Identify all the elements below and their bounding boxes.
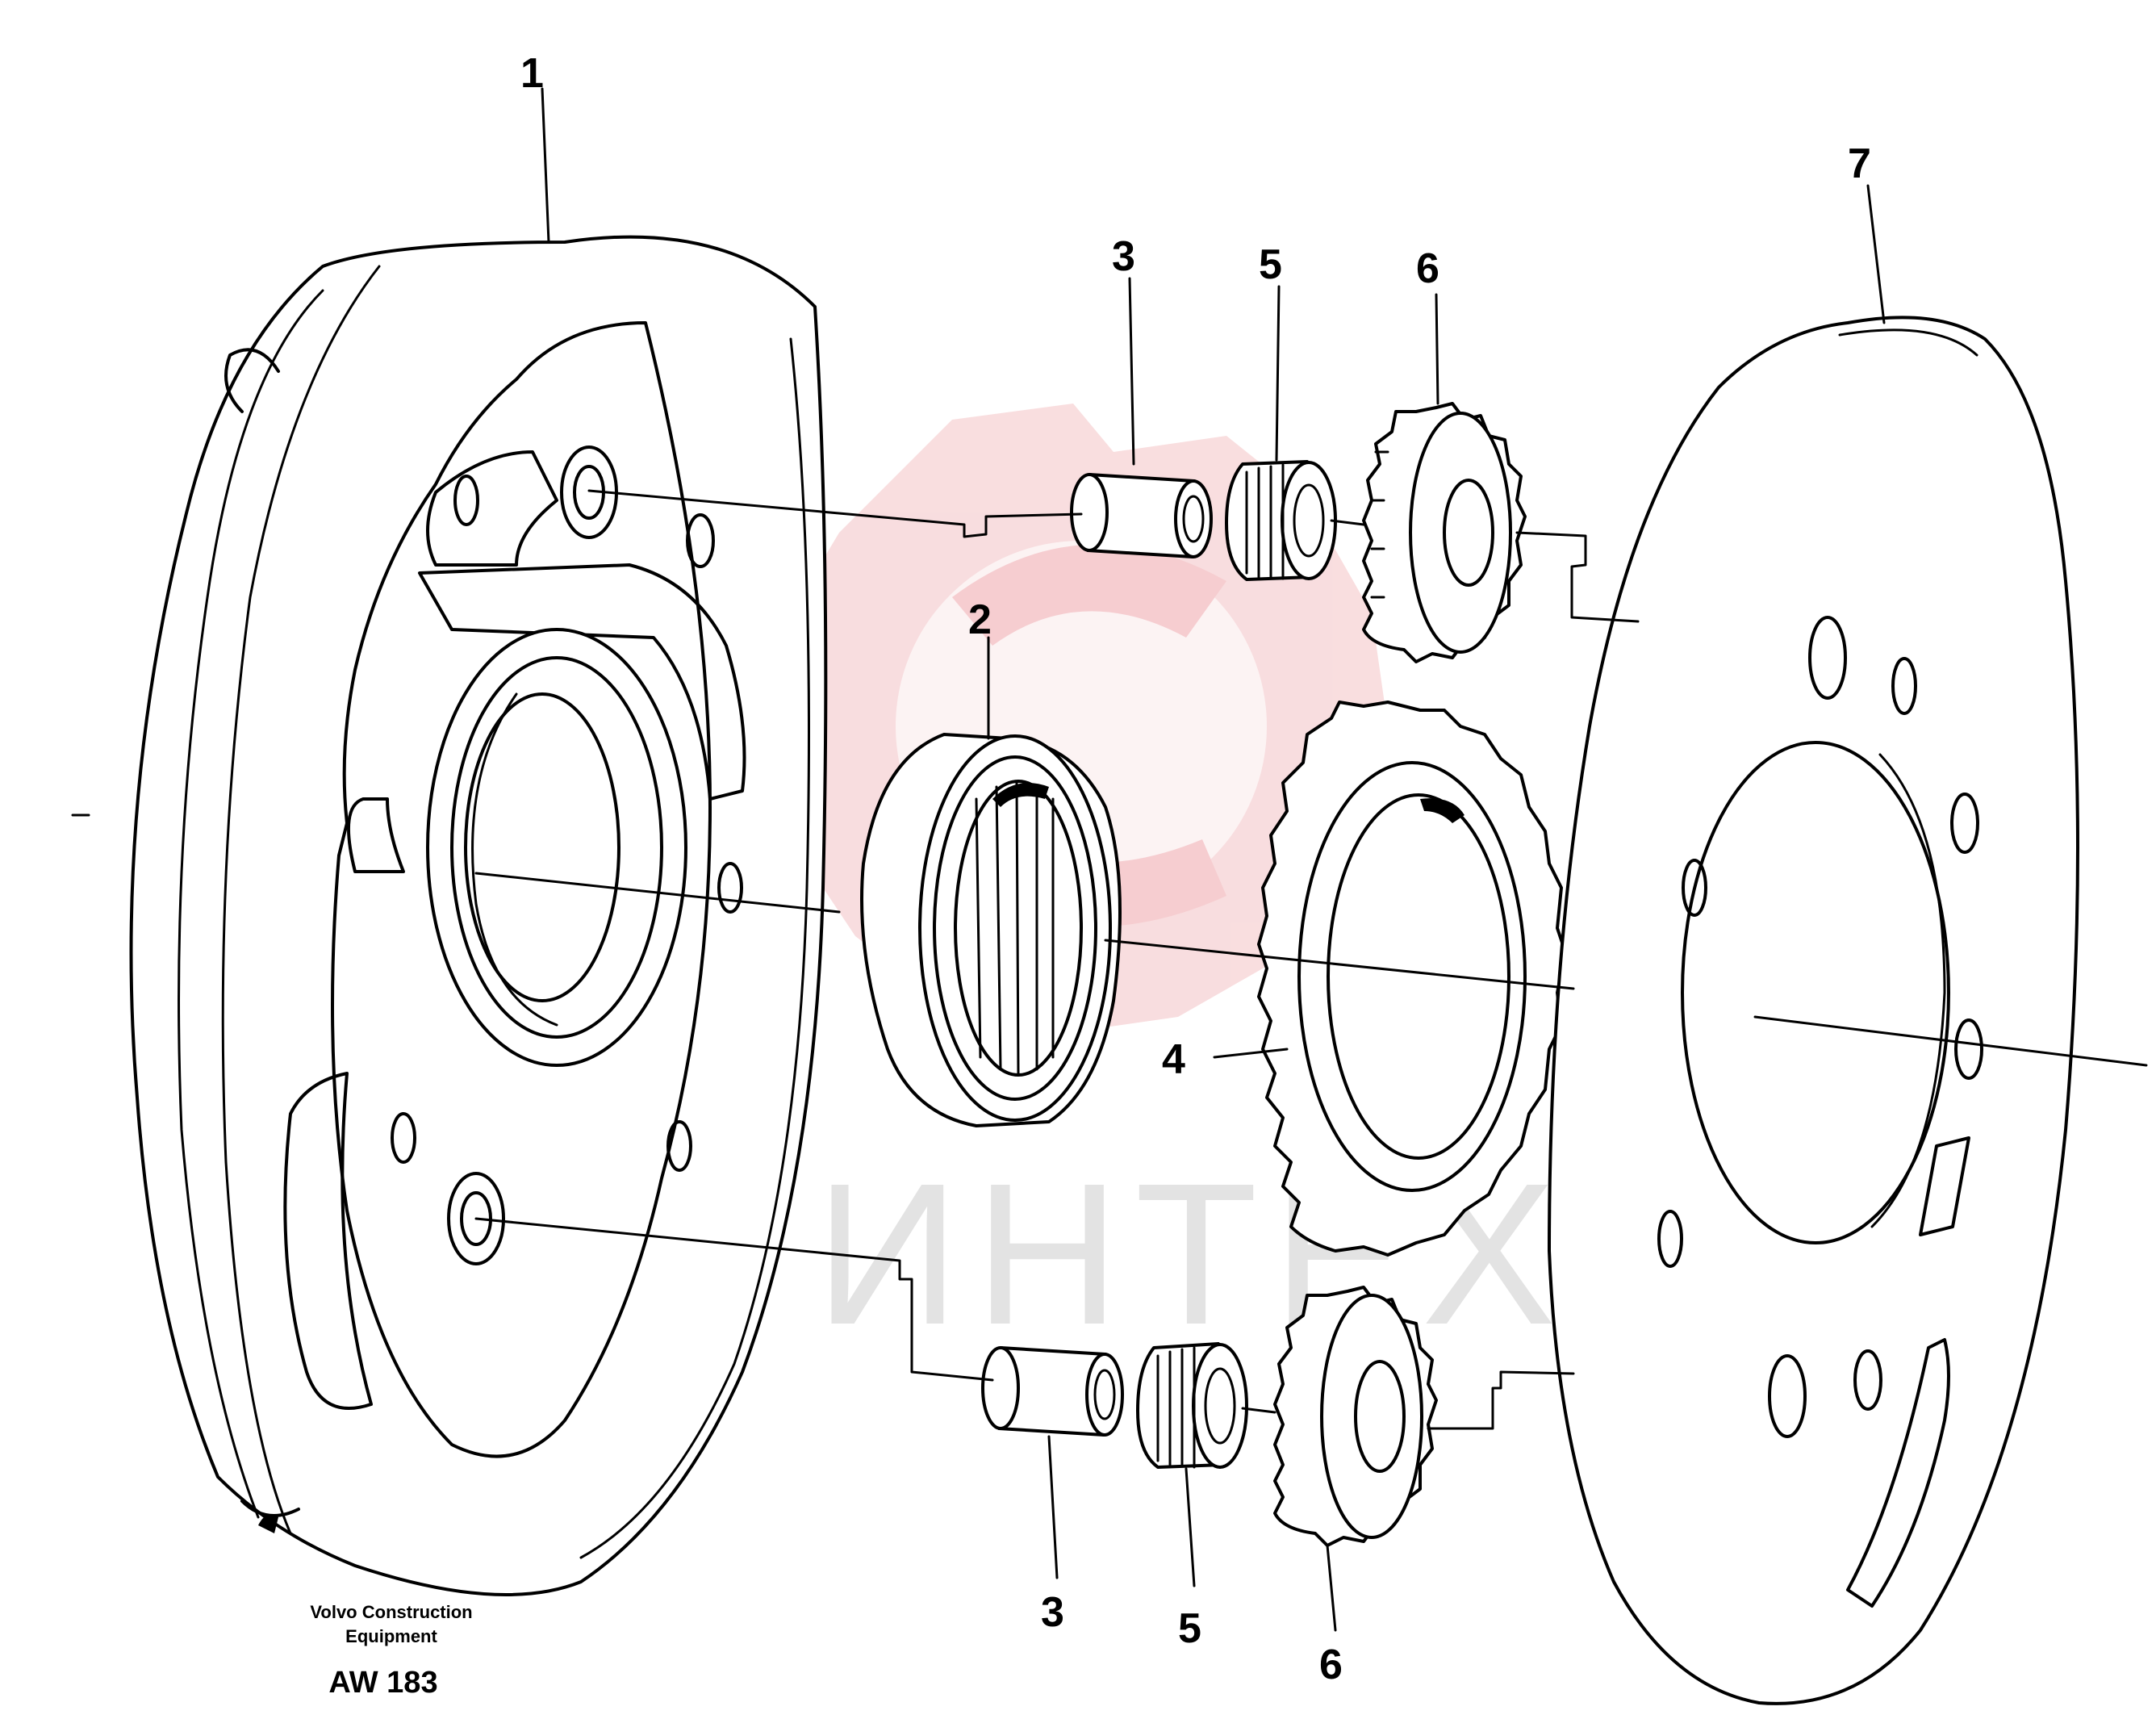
part-3-pin-top: [1070, 473, 1213, 558]
callout-1: 1: [520, 50, 544, 97]
callout-5-top: 5: [1259, 241, 1282, 288]
figure-code: AW 183: [328, 1666, 437, 1700]
needle-roller-bearing-icon: [860, 733, 1122, 1127]
part-1-housing: [129, 235, 828, 1596]
part-5-bearing-top: [1225, 460, 1337, 581]
planet-shaft-pin-icon: [1070, 473, 1213, 558]
part-7-cover-plate: [1548, 316, 2079, 1705]
callout-3-bottom: 3: [1041, 1589, 1064, 1636]
callout-6-top: 6: [1416, 245, 1439, 292]
planet-gear-icon: [1362, 402, 1527, 663]
callout-labels: 1 2 3 5 6 7 4 3 5 6: [520, 50, 1871, 1688]
part-6-planet-gear-top: [1362, 402, 1527, 663]
callout-leader-lines: [541, 87, 1886, 1632]
sun-gear-icon: [1257, 701, 1567, 1257]
bearing-icon: [1225, 460, 1337, 581]
callout-5-bottom: 5: [1178, 1605, 1201, 1652]
planet-gear-icon: [1273, 1286, 1438, 1547]
manufacturer-line-1: Volvo Construction: [310, 1602, 472, 1622]
callout-2: 2: [968, 596, 992, 643]
planet-shaft-pin-icon: [981, 1346, 1124, 1437]
callout-3-top: 3: [1112, 233, 1135, 280]
part-5-bearing-bottom: [1136, 1342, 1248, 1469]
assembly-axis-lines: [71, 489, 2148, 1430]
manufacturer-line-2: Equipment: [345, 1626, 437, 1646]
planet-carrier-housing-icon: [129, 235, 828, 1596]
callout-4: 4: [1162, 1036, 1185, 1083]
figure-caption: Volvo Construction Equipment AW 183: [310, 1602, 472, 1700]
part-4-sun-gear: [1257, 701, 1567, 1257]
part-6-planet-gear-bottom: [1273, 1286, 1438, 1547]
part-2-bearing: [860, 733, 1122, 1127]
part-3-pin-bottom: [981, 1346, 1124, 1437]
callout-6-bottom: 6: [1319, 1642, 1343, 1688]
cover-plate-icon: [1548, 316, 2079, 1705]
callout-7: 7: [1848, 140, 1871, 187]
bearing-icon: [1136, 1342, 1248, 1469]
